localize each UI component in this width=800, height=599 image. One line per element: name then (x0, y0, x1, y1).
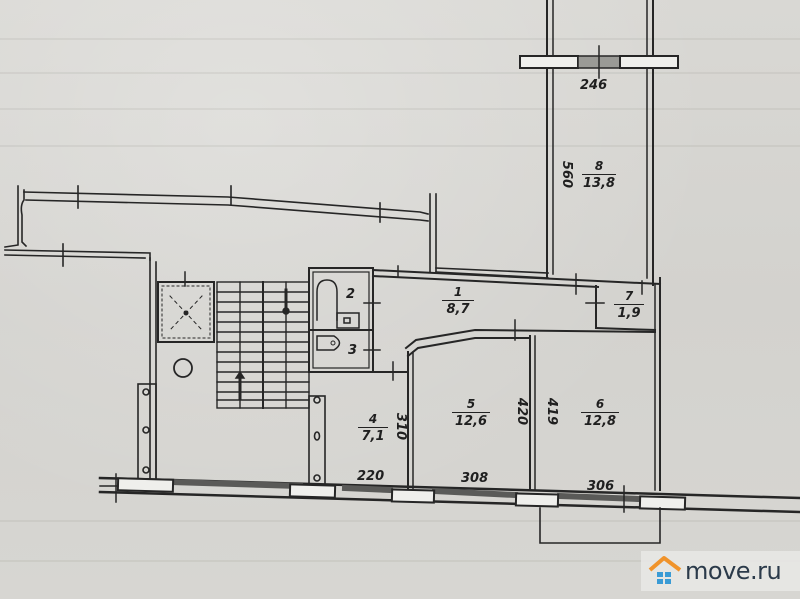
hallway-top (371, 265, 662, 491)
room-4-label: 4 7,1 (358, 413, 388, 443)
room-8-label: 8 13,8 (582, 160, 616, 190)
lower-balcony (539, 507, 661, 544)
brand-name: move.ru (685, 557, 782, 585)
room-6-label: 6 12,8 (581, 398, 619, 428)
move-ru-house-icon (647, 554, 683, 588)
room-3-label: 3 (348, 343, 358, 358)
room-6-number: 6 (581, 398, 619, 413)
left-upper-wing (4, 185, 549, 279)
room-2-label: 2 (346, 287, 356, 302)
top-window (519, 45, 679, 79)
room-7-area: 1,9 (617, 306, 641, 321)
dimension-bottom-306: 306 (587, 479, 615, 494)
vent-shaft (157, 271, 215, 378)
room-8-walls (546, 0, 654, 286)
left-shaft (137, 257, 157, 481)
room-5-number: 5 (452, 398, 490, 413)
room-1-area: 8,7 (446, 302, 470, 317)
dimension-room6-depth: 419 (544, 397, 560, 426)
room-6-area: 12,8 (583, 414, 617, 429)
bleed-through-line (0, 38, 800, 40)
dimension-balcony-width: 246 (580, 78, 608, 93)
dimension-bottom-220: 220 (357, 469, 385, 484)
bleed-through-line (0, 560, 800, 562)
room-7-walls (585, 285, 657, 332)
room-partitions (404, 319, 657, 491)
room-7-label: 7 1,9 (614, 290, 644, 320)
dimension-room4-depth: 310 (393, 412, 409, 441)
room-8-number: 8 (582, 160, 616, 175)
room-5-area: 12,6 (454, 414, 488, 429)
exterior-wall (98, 473, 800, 514)
bleed-through-line (0, 108, 800, 110)
room-4-number: 4 (358, 413, 388, 428)
bleed-through-line (0, 520, 800, 522)
room-5-label: 5 12,6 (452, 398, 490, 428)
dimension-room5-depth: 420 (514, 397, 530, 426)
bathroom-block (308, 267, 409, 381)
room-4-walls (308, 395, 326, 489)
brand-watermark[interactable]: move.ru (641, 551, 800, 591)
room-1-label: 1 8,7 (442, 286, 474, 316)
room-4-area: 7,1 (361, 429, 385, 444)
staircase (216, 281, 310, 409)
bleed-through-line (0, 145, 800, 147)
dimension-balcony-length: 560 (559, 160, 575, 189)
room-1-number: 1 (442, 286, 474, 301)
room-8-area: 13,8 (582, 176, 616, 191)
room-7-number: 7 (614, 290, 644, 305)
dimension-bottom-308: 308 (461, 471, 489, 486)
bleed-through-line (0, 72, 800, 74)
